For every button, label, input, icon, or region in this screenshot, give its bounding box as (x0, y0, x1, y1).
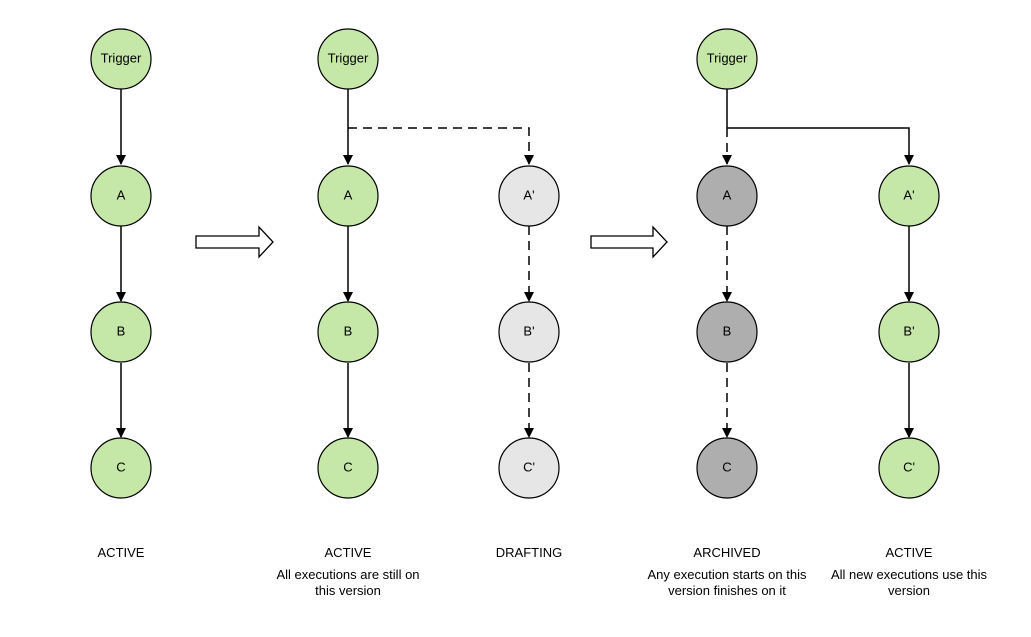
caption-active-3: ACTIVE (886, 545, 933, 560)
caption-active-2: ACTIVE (325, 545, 372, 560)
caption-active-1: ACTIVE (98, 545, 145, 560)
caption-archived: ARCHIVED (693, 545, 760, 560)
node-b-prime-label: B' (523, 323, 534, 338)
node-trigger: Trigger (696, 28, 758, 90)
node-a-archived: A (696, 165, 758, 227)
note-active-2-line-2: this version (315, 583, 381, 598)
note-archived-line-1: Any execution starts on this (648, 567, 807, 582)
node-b: B (317, 301, 379, 363)
edge-trigger-a-prime (727, 127, 914, 165)
node-c-label: C (343, 459, 352, 474)
node-b-label: B (723, 323, 732, 338)
node-a-label: A (344, 187, 353, 202)
note-archived-line-2: version finishes on it (668, 583, 786, 598)
node-b-prime-label: B' (903, 323, 914, 338)
node-trigger: Trigger (90, 28, 152, 90)
node-b: B (90, 301, 152, 363)
node-trigger-label: Trigger (707, 50, 748, 65)
node-b-label: B (344, 323, 353, 338)
diagram-3-published: Trigger A B C A' B' C' ARCHIVED Any exec… (648, 28, 988, 598)
node-trigger: Trigger (317, 28, 379, 90)
node-c-label: C (116, 459, 125, 474)
diagram-1-initial: Trigger A B C ACTIVE (90, 28, 152, 560)
edge-trigger-a-prime-dashed (348, 127, 534, 165)
node-a: A (317, 165, 379, 227)
node-b-label: B (117, 323, 126, 338)
node-c-prime: C' (878, 437, 940, 499)
node-a: A (90, 165, 152, 227)
node-a-label: A (723, 187, 732, 202)
node-c-prime: C' (498, 437, 560, 499)
note-active-3-line-1: All new executions use this (831, 567, 988, 582)
caption-drafting: DRAFTING (496, 545, 562, 560)
node-a-prime: A' (878, 165, 940, 227)
node-c-archived: C (696, 437, 758, 499)
node-b-prime: B' (878, 301, 940, 363)
diagram-2-drafting: Trigger A B C A' B' C' ACTIVE All execut… (276, 28, 562, 598)
node-b-prime: B' (498, 301, 560, 363)
node-c-prime-label: C' (903, 459, 915, 474)
node-trigger-label: Trigger (101, 50, 142, 65)
node-b-archived: B (696, 301, 758, 363)
node-c-label: C (722, 459, 731, 474)
node-c: C (90, 437, 152, 499)
node-a-label: A (117, 187, 126, 202)
note-active-3-line-2: version (888, 583, 930, 598)
node-c: C (317, 437, 379, 499)
node-trigger-label: Trigger (328, 50, 369, 65)
transition-arrow-1 (195, 225, 274, 259)
transition-arrow-2 (590, 225, 668, 259)
note-active-2-line-1: All executions are still on (276, 567, 419, 582)
node-a-prime: A' (498, 165, 560, 227)
node-a-prime-label: A' (903, 187, 914, 202)
node-c-prime-label: C' (523, 459, 535, 474)
node-a-prime-label: A' (523, 187, 534, 202)
